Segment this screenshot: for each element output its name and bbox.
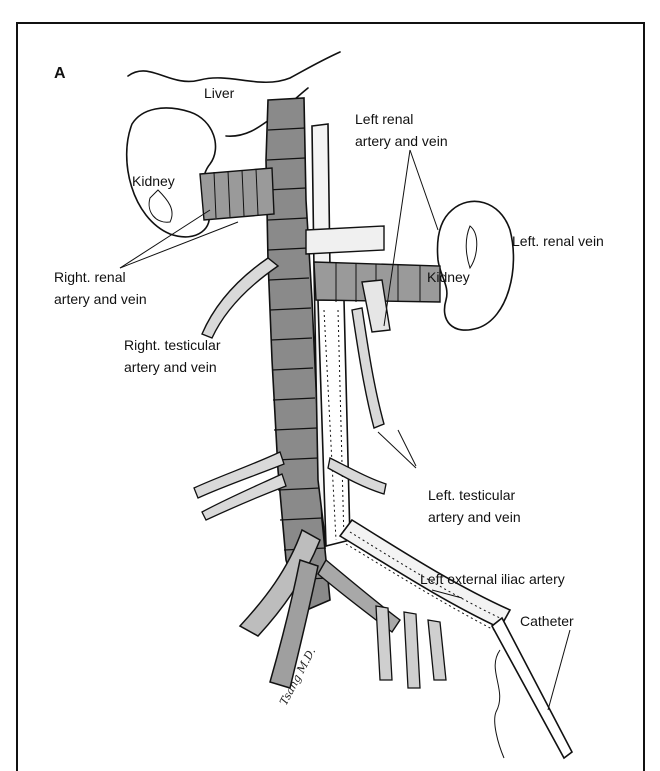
label-right-testicular-line2: artery and vein	[124, 359, 217, 375]
left-kidney	[438, 201, 514, 330]
left-renal-vein-band	[306, 226, 384, 254]
label-catheter: Catheter	[520, 613, 574, 629]
label-kidney-right: Kidney	[132, 173, 175, 189]
label-left-renal-av-line2: artery and vein	[355, 133, 448, 149]
catheter	[492, 618, 572, 758]
right-testicular-vessels	[202, 258, 278, 338]
catheter-suture	[495, 650, 504, 758]
label-left-testicular-line2: artery and vein	[428, 509, 521, 525]
label-left-renal-av-line1: Left renal	[355, 111, 413, 127]
right-kidney-hilum	[149, 190, 172, 222]
panel-letter: A	[54, 65, 66, 82]
label-right-renal-line1: Right. renal	[54, 269, 126, 285]
right-renal-vessels	[200, 168, 274, 220]
label-liver: Liver	[204, 85, 235, 101]
pelvic-branches	[376, 606, 446, 688]
label-kidney-left: Kidney	[427, 269, 470, 285]
label-left-external-iliac: Left external iliac artery	[420, 571, 565, 587]
label-left-testicular-line1: Left. testicular	[428, 487, 515, 503]
lumbar-branches-left	[194, 452, 286, 520]
label-left-renal-vein: Left. renal vein	[512, 233, 604, 249]
left-kidney-hilum	[466, 226, 477, 268]
liver-outline	[128, 52, 340, 82]
label-right-testicular-line1: Right. testicular	[124, 337, 221, 353]
label-right-renal-line2: artery and vein	[54, 291, 147, 307]
